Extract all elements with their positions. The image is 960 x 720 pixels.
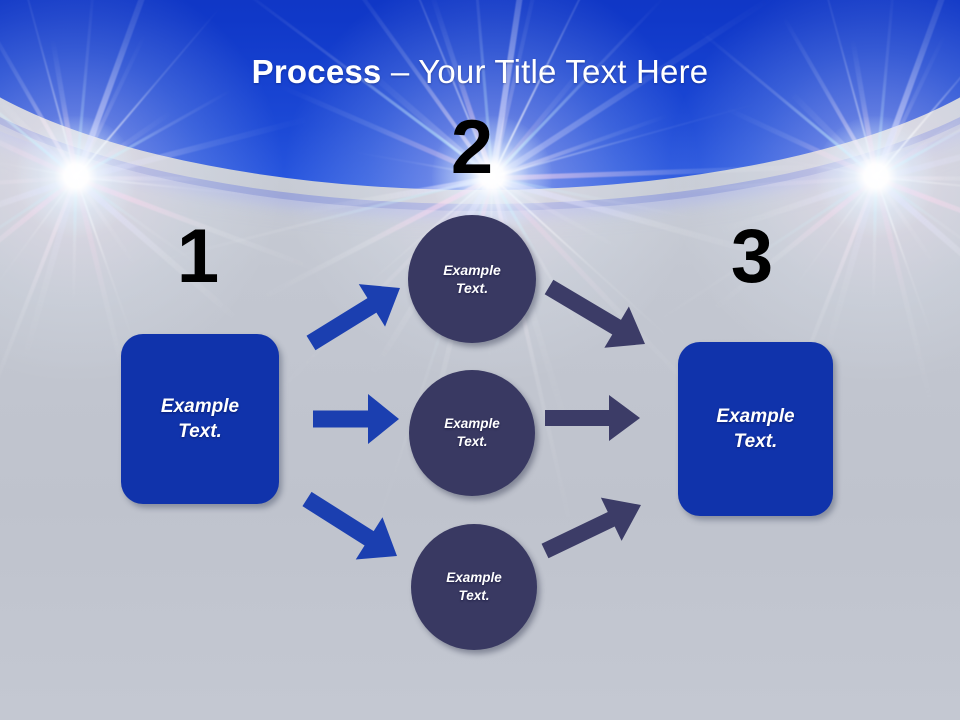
process-node-end-label: Example Text. <box>716 406 795 452</box>
process-node-middle-2[interactable]: Example Text. <box>409 370 535 496</box>
arrow-start-to-mid-1 <box>298 267 413 365</box>
arrow-mid-1-to-end <box>537 266 658 364</box>
process-node-end[interactable]: Example Text. <box>678 342 833 516</box>
arrow-start-to-mid-1-shape <box>306 284 400 351</box>
process-node-start[interactable]: Example Text. <box>121 334 279 504</box>
arrow-start-to-mid-2 <box>313 394 399 444</box>
process-node-middle-1[interactable]: Example Text. <box>408 215 536 343</box>
process-node-start-label: Example Text. <box>160 396 240 442</box>
arrow-mid-2-to-end-shape <box>545 395 640 441</box>
slide-title-light: Your Title Text Here <box>418 53 709 90</box>
process-node-middle-3-label: Example Text. <box>446 570 502 603</box>
slide-title-dash: – <box>381 53 419 90</box>
arrow-mid-3-to-end-shape <box>541 497 641 559</box>
step-number-2: 2 <box>450 105 494 190</box>
process-node-middle-2-label: Example Text. <box>444 416 500 449</box>
arrow-start-to-mid-2-shape <box>313 394 399 444</box>
step-number-1: 1 <box>176 214 220 299</box>
arrow-mid-2-to-end <box>545 395 640 441</box>
slide-title-strong: Process <box>251 53 382 90</box>
step-number-3: 3 <box>730 214 774 299</box>
arrow-start-to-mid-3 <box>294 478 411 577</box>
slide-title: Process – Your Title Text Here <box>0 52 960 92</box>
process-node-middle-1-label: Example Text. <box>443 262 501 296</box>
process-node-middle-3[interactable]: Example Text. <box>411 524 537 650</box>
arrow-start-to-mid-3-shape <box>302 491 397 560</box>
arrow-mid-1-to-end-shape <box>544 279 645 348</box>
arrow-mid-3-to-end <box>535 483 652 572</box>
